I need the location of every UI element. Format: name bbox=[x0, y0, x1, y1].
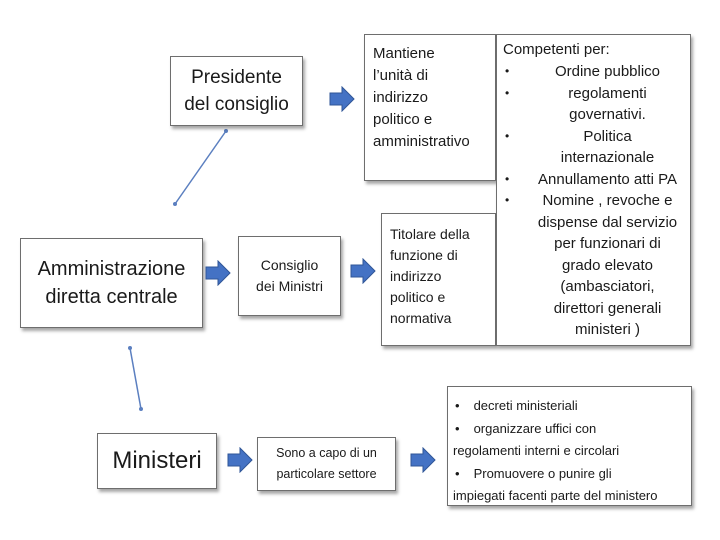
arrow-right-icon bbox=[205, 260, 231, 286]
competenti-list: • Ordine pubblico • regolamenti governat… bbox=[503, 61, 688, 341]
arrow-right-icon bbox=[329, 86, 355, 112]
mantiene-box: Mantiene l’unità di indirizzo politico e… bbox=[364, 34, 496, 181]
task-line: impiegati facenti parte del ministero bbox=[453, 488, 658, 503]
task-line: •Promuovere o punire gli bbox=[455, 465, 612, 481]
amministrazione-box: Amministrazione diretta centrale bbox=[20, 238, 203, 328]
bullet-symbol: • bbox=[455, 465, 460, 481]
competenti-item: • Politica internazionale bbox=[505, 127, 655, 167]
competenti-box: Competenti per: • Ordine pubblico • rego… bbox=[496, 34, 691, 346]
bullet-symbol: • bbox=[505, 193, 510, 207]
titolare-label: Titolare della funzione di indirizzo pol… bbox=[390, 226, 470, 326]
bullet-symbol: • bbox=[505, 128, 510, 143]
ministeri-label: Ministeri bbox=[112, 447, 202, 474]
competenti-item: • Ordine pubblico bbox=[503, 61, 688, 83]
mantiene-label: Mantiene l’unità di indirizzo politico e… bbox=[373, 45, 470, 150]
sono-a-capo-label: Sono a capo di un particolare settore bbox=[276, 446, 377, 481]
titolare-box: Titolare della funzione di indirizzo pol… bbox=[381, 213, 496, 346]
arrow-right-icon bbox=[350, 258, 376, 284]
task-line: •organizzare uffici con bbox=[455, 420, 597, 436]
task-line: •decreti ministeriali bbox=[455, 398, 578, 413]
competenti-item: • Annullamento atti PA bbox=[503, 169, 688, 191]
ministri-tasks-box: •decreti ministeriali •organizzare uffic… bbox=[447, 386, 692, 506]
arrow-right-icon bbox=[410, 447, 436, 473]
presidente-label: Presidente del consiglio bbox=[184, 67, 289, 115]
ministeri-box: Ministeri bbox=[97, 433, 217, 489]
consiglio-label: Consiglio dei Ministri bbox=[256, 257, 323, 294]
bullet-symbol: • bbox=[505, 85, 510, 100]
task-line: regolamenti interni e circolari bbox=[453, 443, 620, 458]
competenti-item: • Nomine , revoche e dispense dal serviz… bbox=[505, 192, 678, 338]
amministrazione-label: Amministrazione diretta centrale bbox=[37, 258, 186, 308]
competenti-title: Competenti per: bbox=[503, 41, 610, 58]
competenti-item: • regolamenti governativi. bbox=[505, 84, 647, 124]
bullet-symbol: • bbox=[455, 398, 460, 413]
presidente-box: Presidente del consiglio bbox=[170, 56, 303, 126]
bullet-symbol: • bbox=[455, 420, 460, 436]
connector-amministrazione-presidente bbox=[174, 130, 227, 205]
sono-a-capo-box: Sono a capo di un particolare settore bbox=[257, 437, 396, 491]
consiglio-box: Consiglio dei Ministri bbox=[238, 236, 341, 316]
connector-amministrazione-ministeri bbox=[129, 347, 142, 410]
bullet-symbol: • bbox=[505, 64, 510, 78]
arrow-right-icon bbox=[227, 447, 253, 473]
bullet-symbol: • bbox=[505, 171, 510, 186]
